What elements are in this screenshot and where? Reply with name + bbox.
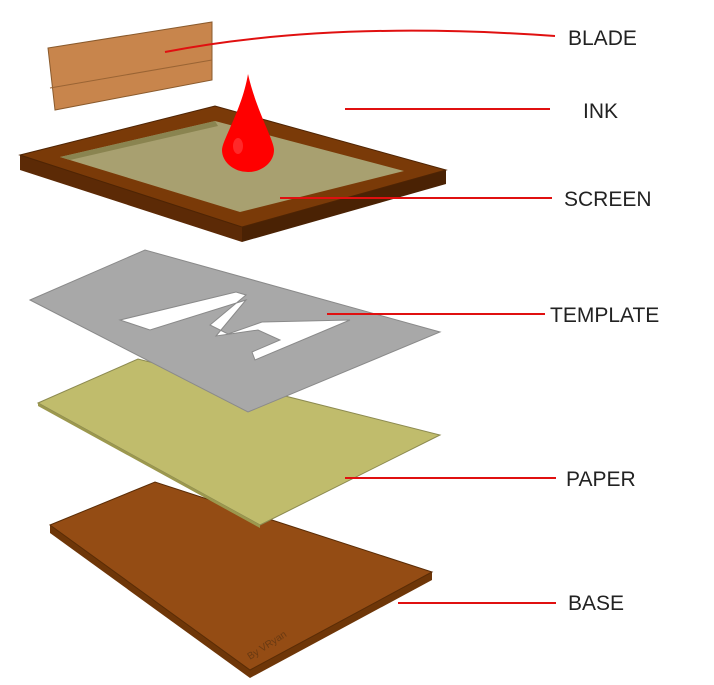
- template-layer: [28, 249, 442, 413]
- base-layer: By VRyan: [48, 481, 434, 678]
- label-blade: BLADE: [568, 27, 637, 50]
- label-template: TEMPLATE: [550, 304, 659, 327]
- label-base: BASE: [568, 592, 624, 615]
- blade: [47, 21, 213, 111]
- labels: BLADE INK SCREEN TEMPLATE PAPER BASE: [550, 27, 659, 615]
- label-screen: SCREEN: [564, 188, 652, 211]
- ink-drop: [222, 74, 274, 172]
- label-paper: PAPER: [566, 468, 636, 491]
- label-ink: INK: [583, 100, 618, 123]
- leader-lines: [164, 29, 556, 604]
- leader-blade: [164, 29, 556, 53]
- paper-layer: [36, 358, 442, 528]
